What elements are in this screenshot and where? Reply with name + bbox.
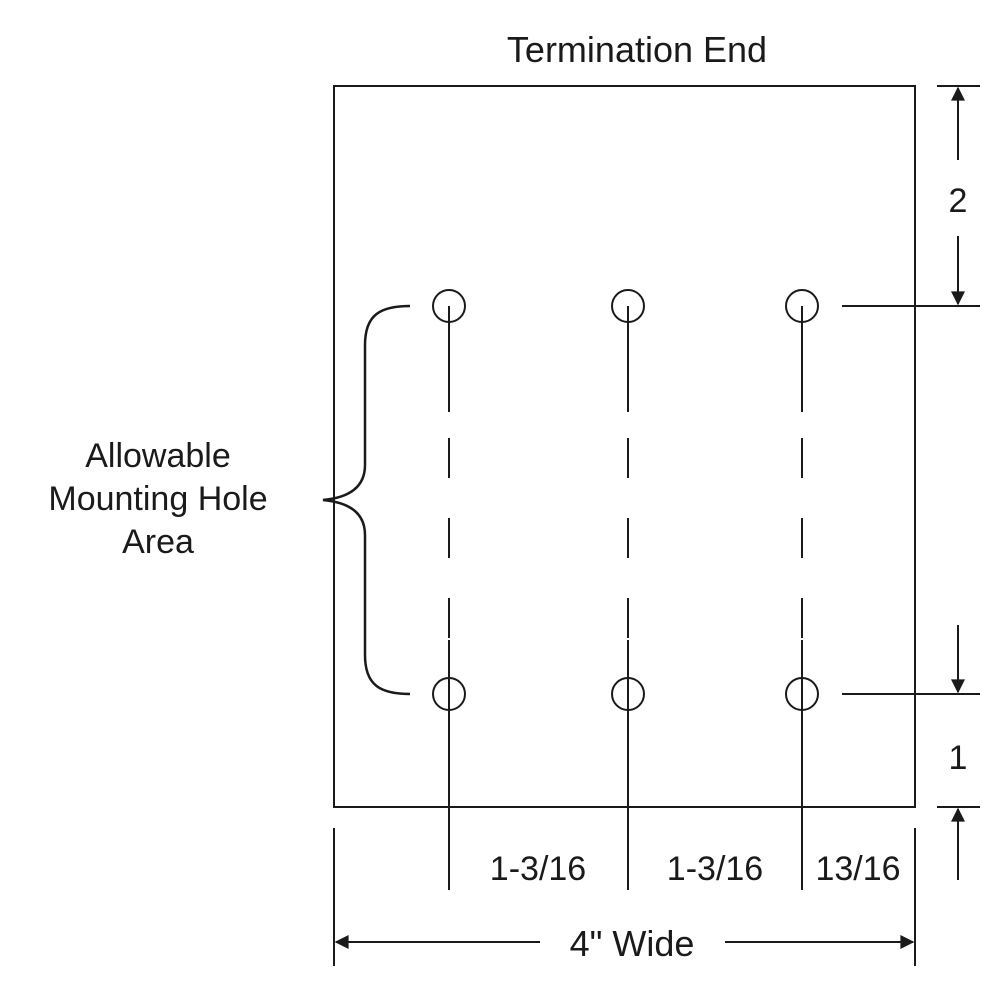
mounting-hole bbox=[432, 677, 466, 711]
mounting-hole bbox=[611, 677, 645, 711]
hole-column-1 bbox=[432, 289, 466, 890]
brace-icon bbox=[322, 304, 411, 696]
spacing-1-label: 1-3/16 bbox=[490, 850, 586, 888]
area-label: Allowable Mounting Hole Area bbox=[48, 437, 267, 561]
hole-columns bbox=[432, 289, 819, 890]
edge-spacing-label: 13/16 bbox=[815, 850, 900, 888]
width-label: 4" Wide bbox=[570, 923, 695, 964]
area-label-line-2: Mounting Hole bbox=[48, 480, 267, 518]
spacing-2-label: 1-3/16 bbox=[667, 850, 763, 888]
hole-column-3 bbox=[785, 289, 819, 890]
mounting-hole bbox=[611, 289, 645, 323]
area-label-line-3: Area bbox=[122, 523, 194, 561]
hole-column-2 bbox=[611, 289, 645, 890]
mounting-hole bbox=[785, 289, 819, 323]
horizontal-dimensions: 1-3/16 1-3/16 13/16 4" Wide bbox=[333, 828, 916, 966]
top-offset-label: 2 bbox=[949, 182, 968, 220]
mounting-hole bbox=[785, 677, 819, 711]
vertical-dimensions: 2 1 bbox=[842, 85, 980, 880]
plate-outline bbox=[333, 85, 916, 808]
bottom-offset-label: 1 bbox=[949, 739, 968, 777]
mounting-hole bbox=[432, 289, 466, 323]
title: Termination End bbox=[507, 29, 767, 70]
area-label-line-1: Allowable bbox=[85, 437, 231, 475]
